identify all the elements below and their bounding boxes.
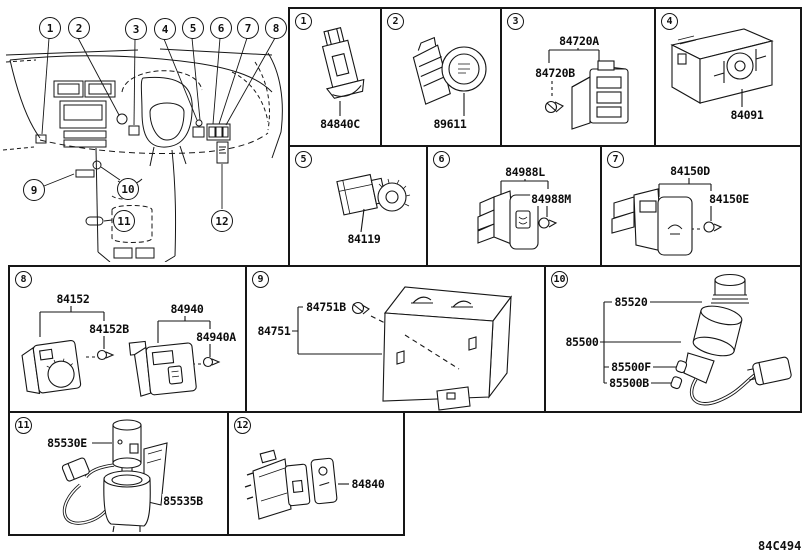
part-illustration-85500 [600,273,792,406]
callout-11: 11 [113,210,135,232]
cell-number-9: 9 [252,271,269,288]
callout-1: 1 [39,17,61,39]
part-illustration-85530 [61,419,168,533]
part-label: 89611 [432,117,468,131]
part-label: 84751 [256,324,292,338]
part-label: 84091 [729,108,765,122]
panel-cell-1: 1 84840C [288,7,382,147]
part-label: 85530E [46,436,88,450]
cell-number-8: 8 [15,271,32,288]
callout-8: 8 [265,17,287,39]
cell-number-1: 1 [295,13,312,30]
part-label: 85500 [564,335,600,349]
cell-number-3: 3 [507,13,524,30]
part-label: 84152 [55,292,91,306]
cell-number-11: 11 [15,417,32,434]
part-illustration-89611 [412,36,487,116]
cell-number-7: 7 [607,151,624,168]
part-label: 85500F [610,360,652,374]
panel-cell-10: 10 [544,265,802,413]
cell-number-6: 6 [433,151,450,168]
panel-cell-11: 11 [8,411,229,536]
part-label: 85520 [613,295,649,309]
part-label: 84940 [169,302,205,316]
cell-number-4: 4 [661,13,678,30]
part-illustration-84751 [292,286,513,411]
callout-10: 10 [117,178,139,200]
panel-cell-7: 7 84150D 84150E [600,145,802,267]
part-illustration-84150 [611,177,723,256]
panel-cell-12: 12 84840 [227,411,405,536]
dashboard-illustration [2,37,283,262]
cell-number-2: 2 [387,13,404,30]
panel-cell-6: 6 84988L 84988M [426,145,602,267]
part-illustration-84988 [477,177,558,250]
cell-number-12: 12 [234,417,251,434]
callout-9: 9 [23,179,45,201]
part-label: 84152B [88,322,130,336]
panel-cell-2: 2 89611 [380,7,502,147]
cell-number-10: 10 [551,271,568,288]
part-illustration-84091 [670,28,774,107]
part-label: 84150D [669,164,711,178]
part-label: 84988L [504,165,546,179]
part-label: 84840 [350,477,386,491]
part-illustration-84840 [244,449,349,520]
panel-cell-4: 4 84091 [654,7,802,147]
part-label: 85500B [608,376,650,390]
part-label: 84720B [534,66,576,80]
panel-cell-8: 8 [8,265,247,413]
callout-12: 12 [211,210,233,232]
page-code: 84C494 [758,539,802,553]
part-label: 84751B [305,300,347,314]
part-illustration-84119 [336,173,411,233]
part-illustration-84152-84940 [21,305,221,397]
callout-3: 3 [125,18,147,40]
part-label: 84840C [319,117,361,131]
part-label: 84150E [708,192,750,206]
panel-cell-3: 3 84720A 84720B [500,7,656,147]
part-label: 84988M [530,192,572,206]
part-label: 85535B [162,494,204,508]
callout-7: 7 [237,17,259,39]
callout-5: 5 [182,17,204,39]
part-label: 84119 [346,232,382,246]
callout-4: 4 [154,18,176,40]
panel-cell-9: 9 84751B 84751 [245,265,546,413]
callout-2: 2 [68,17,90,39]
panel-cell-5: 5 84119 [288,145,428,267]
cell-number-5: 5 [295,151,312,168]
part-label: 84720A [558,34,600,48]
callout-6: 6 [210,17,232,39]
part-illustration-84720 [544,46,629,130]
part-illustration-84840c [321,27,365,116]
part-label: 84940A [195,330,237,344]
